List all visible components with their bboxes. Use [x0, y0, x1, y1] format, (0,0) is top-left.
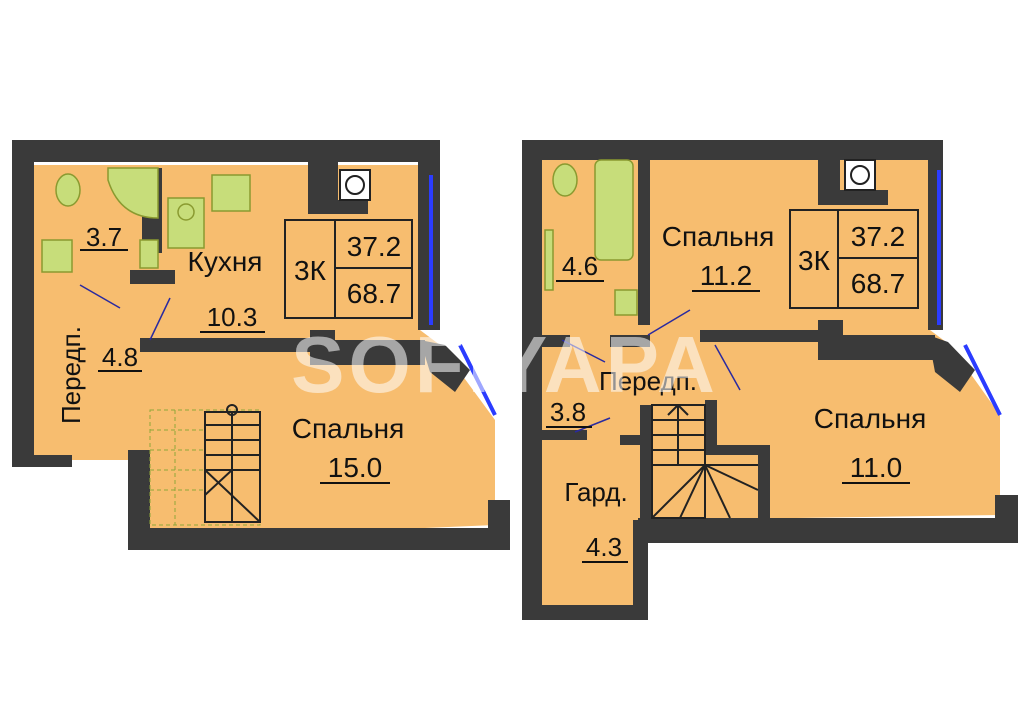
- floor-1-stairs: [149, 404, 261, 526]
- bedroom-2-label: Спальня: [662, 221, 775, 252]
- hallway-2-area: 3.8: [550, 397, 586, 427]
- floor-1-walls: [12, 140, 510, 550]
- floor-2-total-area: 68.7: [851, 268, 906, 299]
- floor-1: 3К 37.2 68.7 3.7 Кухня 10.3 Передп. 4.8 …: [12, 140, 510, 550]
- hallway-2-label: Передп.: [599, 366, 697, 396]
- floor-2-summary: 3К 37.2 68.7: [789, 209, 919, 309]
- floor-2-stairs: [651, 404, 759, 519]
- floor-2-room-labels: 4.6 Спальня 11.2 Передп. 3.8 Спальня 11.…: [546, 221, 927, 563]
- wardrobe-label: Гард.: [564, 477, 627, 507]
- floor-1-total-area: 68.7: [347, 278, 402, 309]
- bathroom-2-area: 4.6: [562, 251, 598, 281]
- floor-1-window-bay: [458, 344, 497, 416]
- floor-2-rooms-count: 3К: [798, 245, 831, 276]
- bedroom-1-area: 15.0: [328, 452, 383, 483]
- hallway-1-label: Передп.: [56, 326, 86, 424]
- floor-2-fill: [540, 155, 1000, 605]
- watermark: SOFIYAPA: [291, 320, 719, 409]
- bedroom-3-label: Спальня: [814, 403, 927, 434]
- boiler-icon: [339, 169, 371, 201]
- floor-1-room-labels: 3.7 Кухня 10.3 Передп. 4.8 Спальня 15.0: [56, 222, 405, 484]
- bedroom-2-area: 11.2: [700, 260, 752, 291]
- floor-2-door-lines: [561, 309, 741, 433]
- floor-1-summary: 3К 37.2 68.7: [284, 219, 413, 319]
- floor-1-fixtures: [41, 167, 251, 273]
- floor-1-rooms-count: 3К: [294, 255, 327, 286]
- floor-1-door-lines: [79, 284, 171, 341]
- floor-1-living-area: 37.2: [347, 231, 402, 262]
- floor-2-walls: [522, 140, 1018, 620]
- kitchen-label: Кухня: [188, 246, 263, 277]
- boiler-icon-2: [844, 159, 876, 191]
- hallway-1-area: 4.8: [102, 342, 138, 372]
- floor-2-window-bay: [963, 344, 1002, 416]
- floor-2-fixtures: [544, 159, 638, 316]
- bedroom-1-label: Спальня: [292, 413, 405, 444]
- floor-2-living-area: 37.2: [851, 221, 906, 252]
- kitchen-area: 10.3: [207, 302, 258, 332]
- floor-2: 3К 37.2 68.7 4.6 Спальня 11.2 Передп. 3.…: [522, 140, 1018, 620]
- bathroom-1-area: 3.7: [86, 222, 122, 252]
- wardrobe-area: 4.3: [586, 532, 622, 562]
- bedroom-3-area: 11.0: [850, 452, 902, 483]
